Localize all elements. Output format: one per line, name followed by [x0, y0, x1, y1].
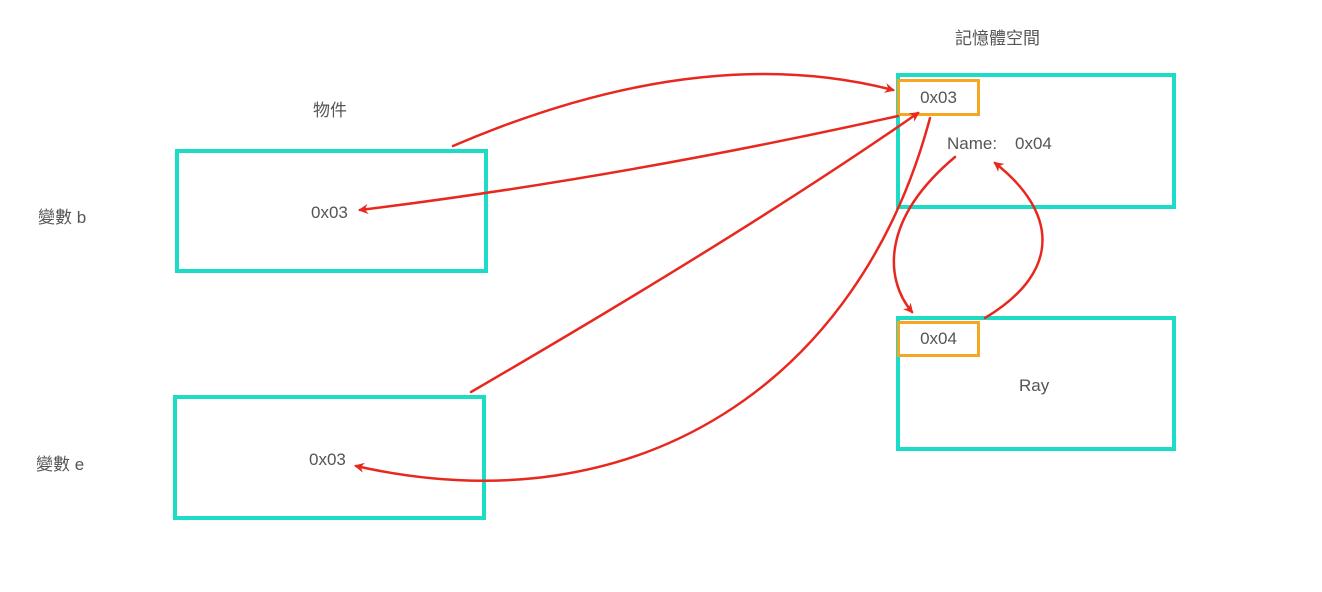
arrow-0x03-to-variable-b [358, 114, 900, 214]
variable-b-box [175, 149, 488, 273]
arrow-0x04-to-name [983, 161, 1044, 320]
memory-title: 記憶體空間 [955, 29, 1040, 48]
address-0x04: 0x04 [897, 321, 980, 357]
variable-b-value: 0x03 [311, 203, 348, 222]
variable-e-value: 0x03 [309, 450, 346, 469]
variable-b-label: 變數 b [38, 208, 87, 227]
name-field-value: 0x04 [1015, 134, 1052, 153]
arrow-variable-e-to-0x03 [469, 111, 920, 394]
name-field-label: Name: [947, 134, 998, 153]
arrow-0x03-to-variable-e [354, 116, 932, 482]
arrow-name-to-0x04 [892, 155, 957, 314]
address-0x03: 0x03 [897, 79, 980, 116]
memory-block-0x03 [896, 73, 1176, 209]
ray-value: Ray [1019, 376, 1050, 395]
memory-block-0x04 [896, 316, 1176, 451]
variable-e-label: 變數 e [36, 455, 85, 474]
variable-e-box [173, 395, 486, 520]
object-title: 物件 [313, 101, 347, 120]
arrow-object-to-0x03 [451, 72, 895, 148]
